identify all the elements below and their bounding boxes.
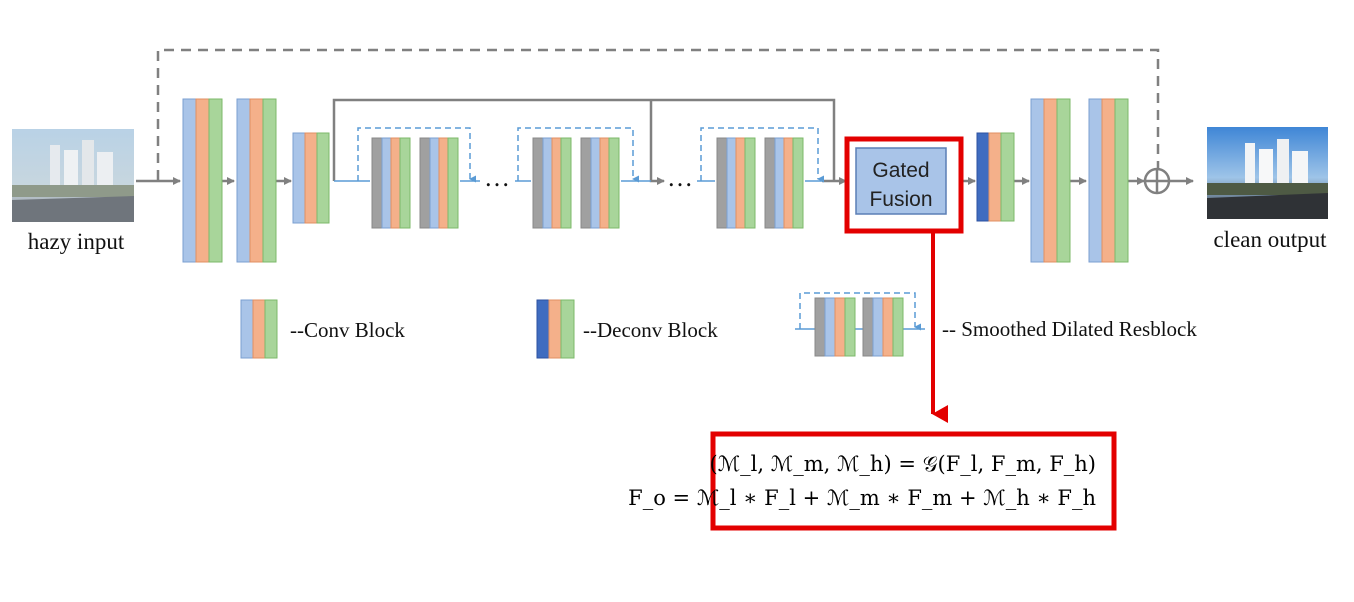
legend-resblock-label: -- Smoothed Dilated Resblock	[942, 317, 1197, 341]
legend-deconv-label: --Deconv Block	[583, 318, 718, 342]
legend-conv-label: --Conv Block	[290, 318, 405, 342]
elementwise-sum-icon	[1143, 167, 1171, 195]
conv-block-3	[292, 132, 330, 224]
legend-conv-swatch	[240, 299, 278, 359]
resblock-2b	[580, 137, 620, 229]
ellipsis-1: …	[484, 163, 510, 192]
resblock-1a	[371, 137, 411, 229]
deconv-block	[976, 132, 1015, 222]
equation-line-2: F_o = ℳ_l ∗ F_l + ℳ_m ∗ F_m + ℳ_h ∗ F_h	[628, 486, 1096, 510]
gated-fusion-highlight	[844, 136, 964, 234]
legend-resblock-swatch	[795, 292, 925, 357]
hazy-input-image	[12, 129, 134, 222]
equation-line-1: (ℳ_l, ℳ_m, ℳ_h) = 𝒢(F_l, F_m, F_h)	[710, 452, 1096, 476]
conv-block-2	[236, 98, 277, 263]
resblock-3a	[716, 137, 756, 229]
conv-block-4	[1030, 98, 1071, 263]
gated-fusion-label-line2: Fusion	[869, 188, 932, 211]
legend-deconv-swatch	[536, 299, 575, 359]
resblock-2a	[532, 137, 572, 229]
clean-output-caption: clean output	[1213, 227, 1327, 252]
gated-fusion-label-line1: Gated	[872, 159, 929, 182]
conv-block-5	[1088, 98, 1129, 263]
ellipsis-2: …	[667, 163, 693, 192]
hazy-input-caption: hazy input	[28, 229, 125, 254]
resblock-1b	[419, 137, 459, 229]
residual-dashed-skips	[357, 127, 824, 183]
equation-box	[710, 431, 1117, 531]
resblock-3b	[764, 137, 804, 229]
clean-output-image	[1207, 127, 1328, 219]
gated-fusion-box	[855, 147, 947, 215]
global-skip-connection	[156, 48, 1160, 180]
conv-block-1	[182, 98, 223, 263]
